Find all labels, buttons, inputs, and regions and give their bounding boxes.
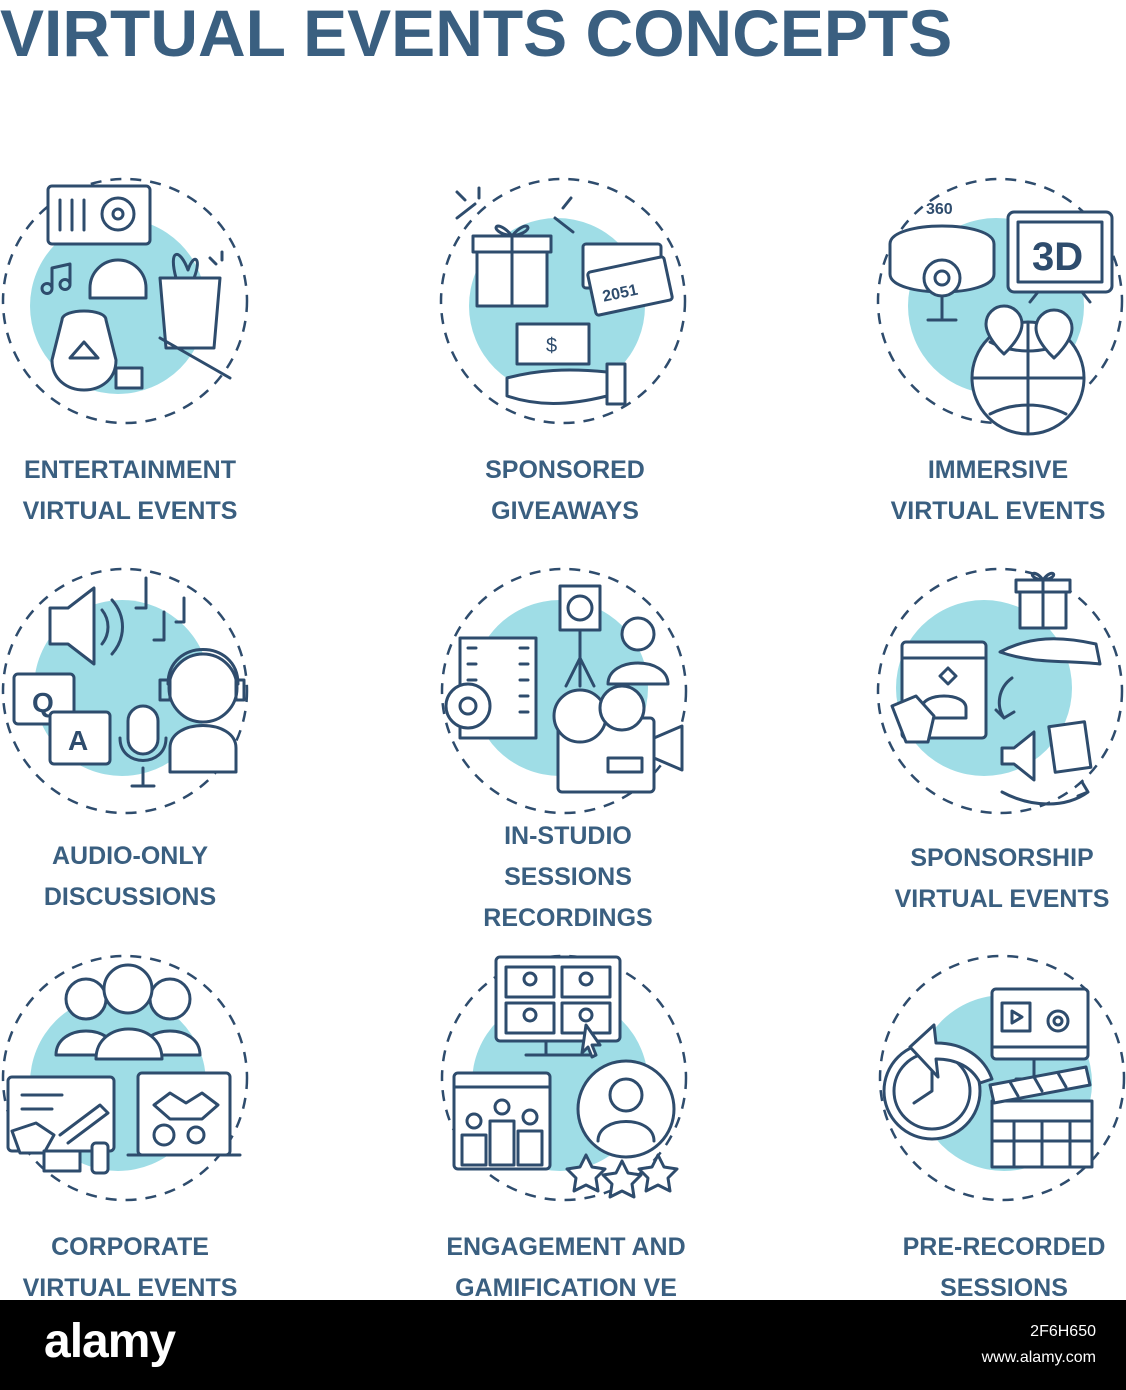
label-line: SESSIONS [504,863,632,891]
leaderboard-icon [440,954,688,1202]
label-line: PRE-RECORDED [902,1233,1106,1261]
image-id: 2F6H650 [1030,1323,1096,1340]
team-icon [1,954,249,1202]
label-line: AUDIO-ONLY [51,842,209,870]
label-line: SPONSORSHIP [910,844,1094,872]
brand-logo: alamy [44,1315,176,1368]
label-line: SESSIONS [940,1274,1068,1302]
concept-label: AUDIO-ONLY DISCUSSIONS [0,836,290,918]
label-line: RECORDINGS [483,904,653,932]
concept-label: ENTERTAINMENT VIRTUAL EVENTS [0,450,290,532]
vr-360-icon: 360 3D [876,177,1124,436]
microphone-icon: Q A [1,567,249,815]
label-line: GIVEAWAYS [491,497,639,525]
degree-label: 360 [926,201,953,218]
label-line: VIRTUAL EVENTS [22,1274,238,1302]
label-line: VIRTUAL EVENTS [22,497,238,525]
label-line: VIRTUAL EVENTS [894,885,1110,913]
gift-icon: 2051 $ [439,177,687,425]
label-line: CORPORATE [51,1233,209,1261]
concept-label: ENGAGEMENT AND GAMIFICATION VE [406,1227,726,1309]
dollar-sign: $ [546,335,557,357]
label-line: GAMIFICATION VE [455,1274,677,1302]
label-line: VIRTUAL EVENTS [890,497,1106,525]
page-title: VIRTUAL EVENTS CONCEPTS [0,0,953,70]
3d-text: 3D [1032,235,1083,279]
a-bubble: A [68,725,88,756]
concept-label: CORPORATE VIRTUAL EVENTS [0,1227,290,1309]
concept-label: PRE-RECORDED SESSIONS [844,1227,1126,1309]
camera-icon [440,567,688,815]
label-line: ENTERTAINMENT [23,456,237,484]
concept-label: IMMERSIVE VIRTUAL EVENTS [838,450,1126,532]
entertainment-icon [1,177,249,425]
concept-label: SPONSORED GIVEAWAYS [405,450,725,532]
concept-label: SPONSORSHIP VIRTUAL EVENTS [842,838,1126,920]
clapperboard-icon [878,954,1126,1202]
label-line: IN-STUDIO [504,822,632,850]
label-line: DISCUSSIONS [43,883,217,911]
q-bubble: Q [32,687,54,718]
sponsorship-icon [876,567,1124,815]
label-line: IMMERSIVE [927,456,1069,484]
concept-label: IN-STUDIO SESSIONS RECORDINGS [408,816,728,939]
label-line: ENGAGEMENT AND [446,1233,686,1261]
site-url: www.alamy.com [981,1349,1096,1366]
label-line: SPONSORED [485,456,645,484]
watermark-bar: alamy 2F6H650 www.alamy.com [0,1300,1126,1390]
